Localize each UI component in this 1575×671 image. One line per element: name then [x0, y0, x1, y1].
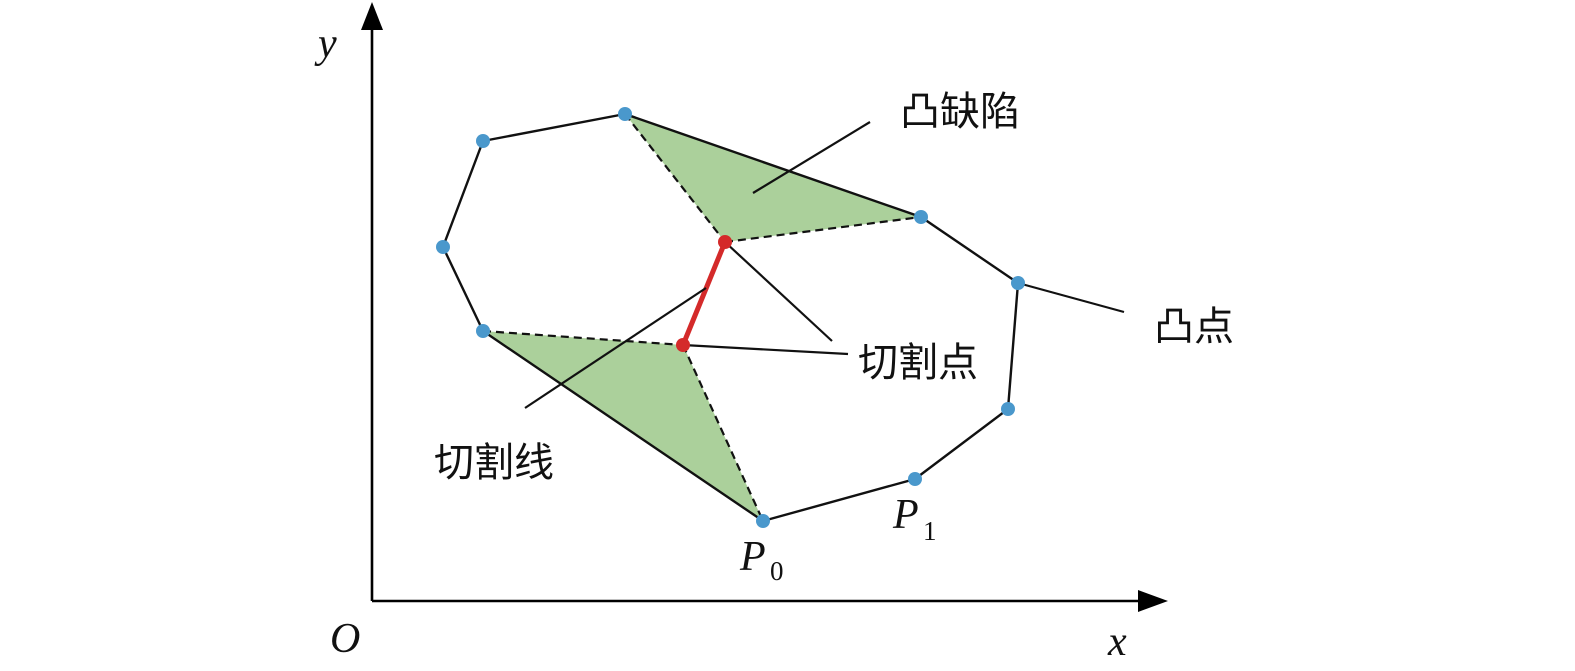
- lower-defect-dashed-right: [681, 344, 765, 522]
- vertex-point: [476, 324, 490, 338]
- upper-defect-dashed-bottom: [724, 215, 922, 244]
- y-axis-label: y: [314, 21, 337, 67]
- leader-cut-line: [524, 287, 707, 409]
- p1-label: P: [892, 492, 919, 538]
- vertex-point: [476, 134, 490, 148]
- leader-convex-defect: [752, 121, 871, 194]
- p1-subscript: 1: [923, 516, 937, 546]
- contour-solid-edges: [441, 112, 1020, 523]
- cut-line: [680, 241, 728, 346]
- vertex-convex-point: [1011, 276, 1025, 290]
- cut-point-upper: [718, 235, 732, 249]
- p0-label: P: [739, 534, 766, 580]
- p1-label-main: P: [892, 492, 919, 538]
- y-axis-arrow: [361, 2, 383, 30]
- leader-cut-point-upper: [724, 241, 833, 342]
- cut-line-label: 切割线: [434, 440, 554, 486]
- cut-point-label: 切割点: [858, 340, 978, 386]
- leader-convex-point: [1017, 281, 1125, 314]
- vertex-point: [436, 240, 450, 254]
- vertex-p1: [908, 472, 922, 486]
- upper-defect-region: [625, 114, 921, 242]
- vertex-point: [1001, 402, 1015, 416]
- convex-defect-label: 凸缺陷: [900, 89, 1020, 135]
- p0-subscript: 0: [770, 556, 784, 586]
- upper-defect-dashed-left: [624, 113, 726, 243]
- vertex-p0: [756, 514, 770, 528]
- x-axis-label: x: [1107, 619, 1127, 665]
- origin-label: O: [330, 616, 360, 662]
- leader-cut-point-lower: [682, 343, 849, 356]
- x-axis-arrow: [1138, 590, 1168, 612]
- vertex-point: [618, 107, 632, 121]
- convex-point-label: 凸点: [1154, 304, 1234, 350]
- lower-defect-dashed-top: [482, 329, 684, 347]
- vertex-point: [914, 210, 928, 224]
- cut-point-lower: [676, 338, 690, 352]
- p0-label-main: P: [739, 534, 766, 580]
